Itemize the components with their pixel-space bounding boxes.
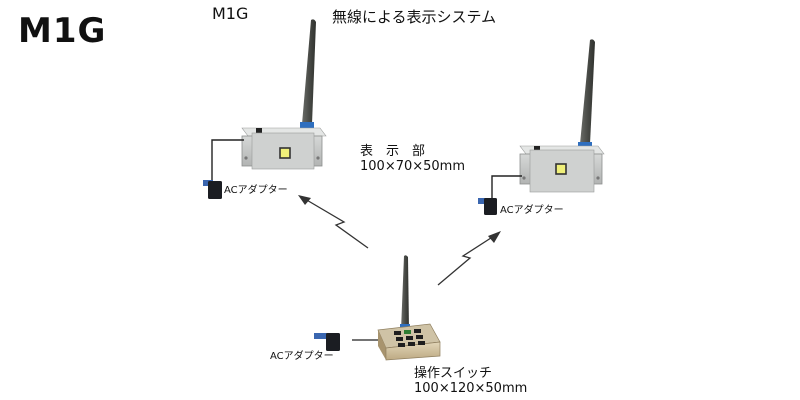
ac-adapter-icon bbox=[208, 181, 222, 199]
display-unit-dimensions: 100×70×50mm bbox=[360, 159, 466, 174]
arrow-head-icon bbox=[298, 195, 311, 205]
button-icon bbox=[396, 337, 403, 341]
display-unit-caption: 表 示 部 100×70×50mm bbox=[360, 144, 465, 174]
ac-adapter-icon bbox=[326, 333, 340, 351]
switch-unit bbox=[314, 255, 441, 361]
adapter-label-switch: ACアダプター bbox=[270, 351, 334, 362]
adapter-tab bbox=[314, 333, 328, 339]
antenna-icon bbox=[401, 255, 409, 330]
signal-zigzag-icon bbox=[304, 198, 369, 249]
button-icon bbox=[416, 335, 423, 339]
button-icon bbox=[394, 331, 401, 335]
led-lamp-icon bbox=[555, 163, 567, 175]
power-cable bbox=[211, 139, 244, 184]
wireless-signal-right bbox=[437, 231, 501, 286]
button-icon bbox=[406, 336, 413, 340]
switch-unit-dimensions: 100×120×50mm bbox=[414, 381, 528, 396]
display-unit-right bbox=[478, 39, 605, 215]
wireless-signal-left bbox=[298, 195, 369, 249]
button-icon bbox=[404, 330, 411, 334]
model-subtitle: M1G bbox=[212, 4, 249, 23]
antenna-icon bbox=[302, 19, 316, 124]
ac-adapter-icon bbox=[484, 198, 497, 215]
display-unit-name: 表 示 部 bbox=[360, 144, 426, 159]
switch-unit-name: 操作スイッチ bbox=[414, 366, 493, 381]
adapter-label-right: ACアダプター bbox=[500, 205, 564, 216]
button-icon bbox=[398, 343, 405, 347]
button-icon bbox=[418, 341, 425, 345]
power-cable bbox=[491, 175, 522, 200]
display-unit-left bbox=[203, 19, 327, 199]
switch-unit-caption: 操作スイッチ 100×120×50mm bbox=[414, 366, 527, 396]
arrow-head-icon bbox=[488, 231, 501, 243]
signal-zigzag-icon bbox=[437, 235, 495, 286]
button-icon bbox=[408, 342, 415, 346]
system-title: 無線による表示システム bbox=[332, 8, 497, 26]
button-icon bbox=[414, 329, 421, 333]
switch-body bbox=[378, 330, 386, 360]
antenna-icon bbox=[580, 39, 595, 145]
antenna-base bbox=[300, 122, 314, 132]
model-title: M1G bbox=[18, 11, 107, 51]
led-lamp-icon bbox=[279, 147, 291, 159]
adapter-tab bbox=[478, 198, 486, 204]
adapter-label-left: ACアダプター bbox=[224, 185, 288, 196]
